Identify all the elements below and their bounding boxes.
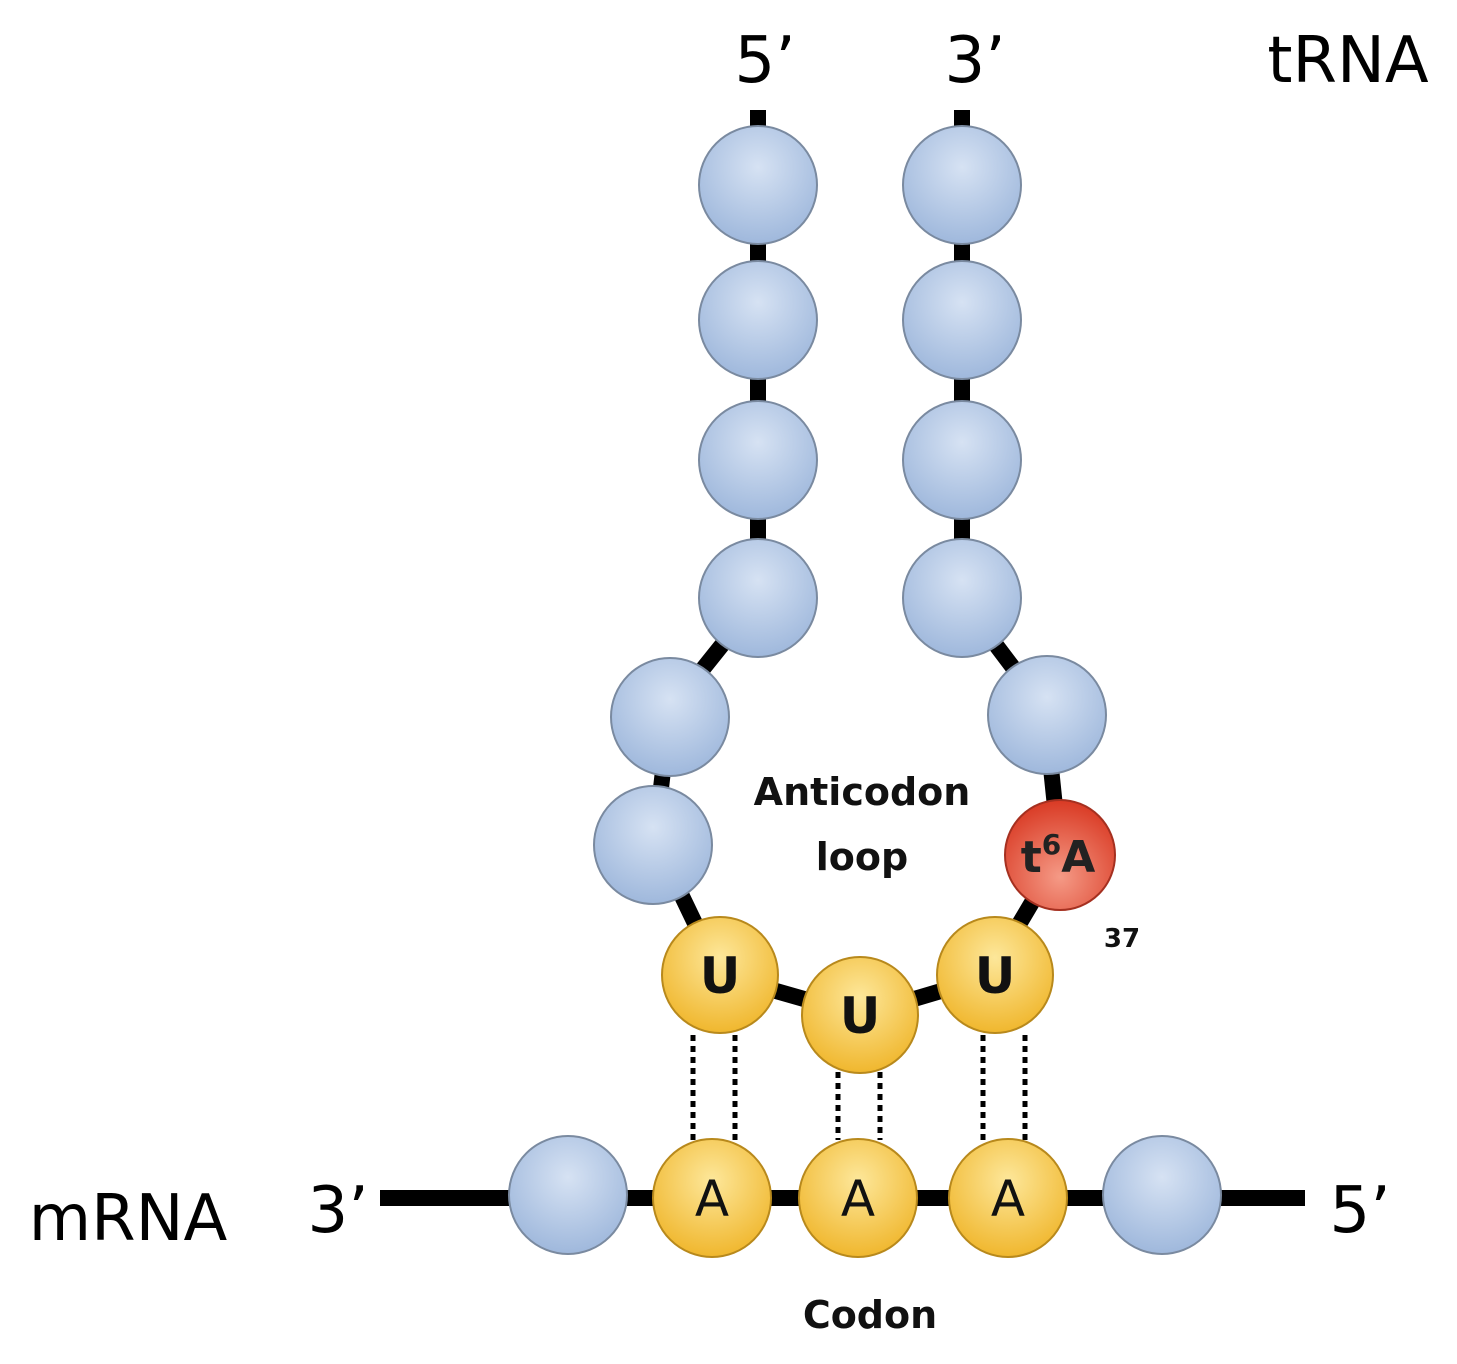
mrna-5prime-label: 5’ [1329,1174,1390,1248]
nucleotide [902,125,1022,245]
modified-nucleotide-t6a: t6A 37 [1004,799,1140,954]
anticodon-base-1: U [700,947,741,1005]
anticodon-base-2: U [840,987,881,1045]
nucleotide [987,655,1107,775]
nucleotide [593,785,713,905]
trna-label: tRNA [1267,24,1428,98]
trna-3prime-strand [902,125,1107,775]
anticodon-bases: U U U [661,916,1054,1074]
trna-3prime-label: 3’ [944,24,1005,98]
svg-text:t6A: t6A [1021,828,1096,883]
nucleotide [902,260,1022,380]
codon-base-1: A [695,1170,729,1228]
mrna-label: mRNA [29,1182,228,1256]
modification-position: 37 [1104,924,1140,954]
modification-base: t [1021,832,1042,883]
codon-base-3: A [991,1170,1025,1228]
trna-5prime-label: 5’ [734,24,795,98]
codon-base-2: A [841,1170,875,1228]
codon-label: Codon [803,1293,937,1337]
modification-superscript: 6 [1042,828,1061,861]
modification-suffix: A [1061,832,1095,883]
nucleotide [1102,1135,1222,1255]
trna-5prime-strand [593,125,818,905]
hydrogen-bonds [690,1035,1028,1140]
nucleotide [508,1135,628,1255]
mrna-strand: A A A [508,1135,1222,1258]
nucleotide [902,400,1022,520]
nucleotide [902,538,1022,658]
mrna-3prime-label: 3’ [307,1174,368,1248]
anticodon-loop-label-line1: Anticodon [754,770,971,814]
nucleotide [698,125,818,245]
anticodon-loop-label-line2: loop [816,835,908,879]
anticodon-base-3: U [975,947,1016,1005]
nucleotide [698,260,818,380]
nucleotide [698,400,818,520]
nucleotide [610,657,730,777]
nucleotide [698,538,818,658]
